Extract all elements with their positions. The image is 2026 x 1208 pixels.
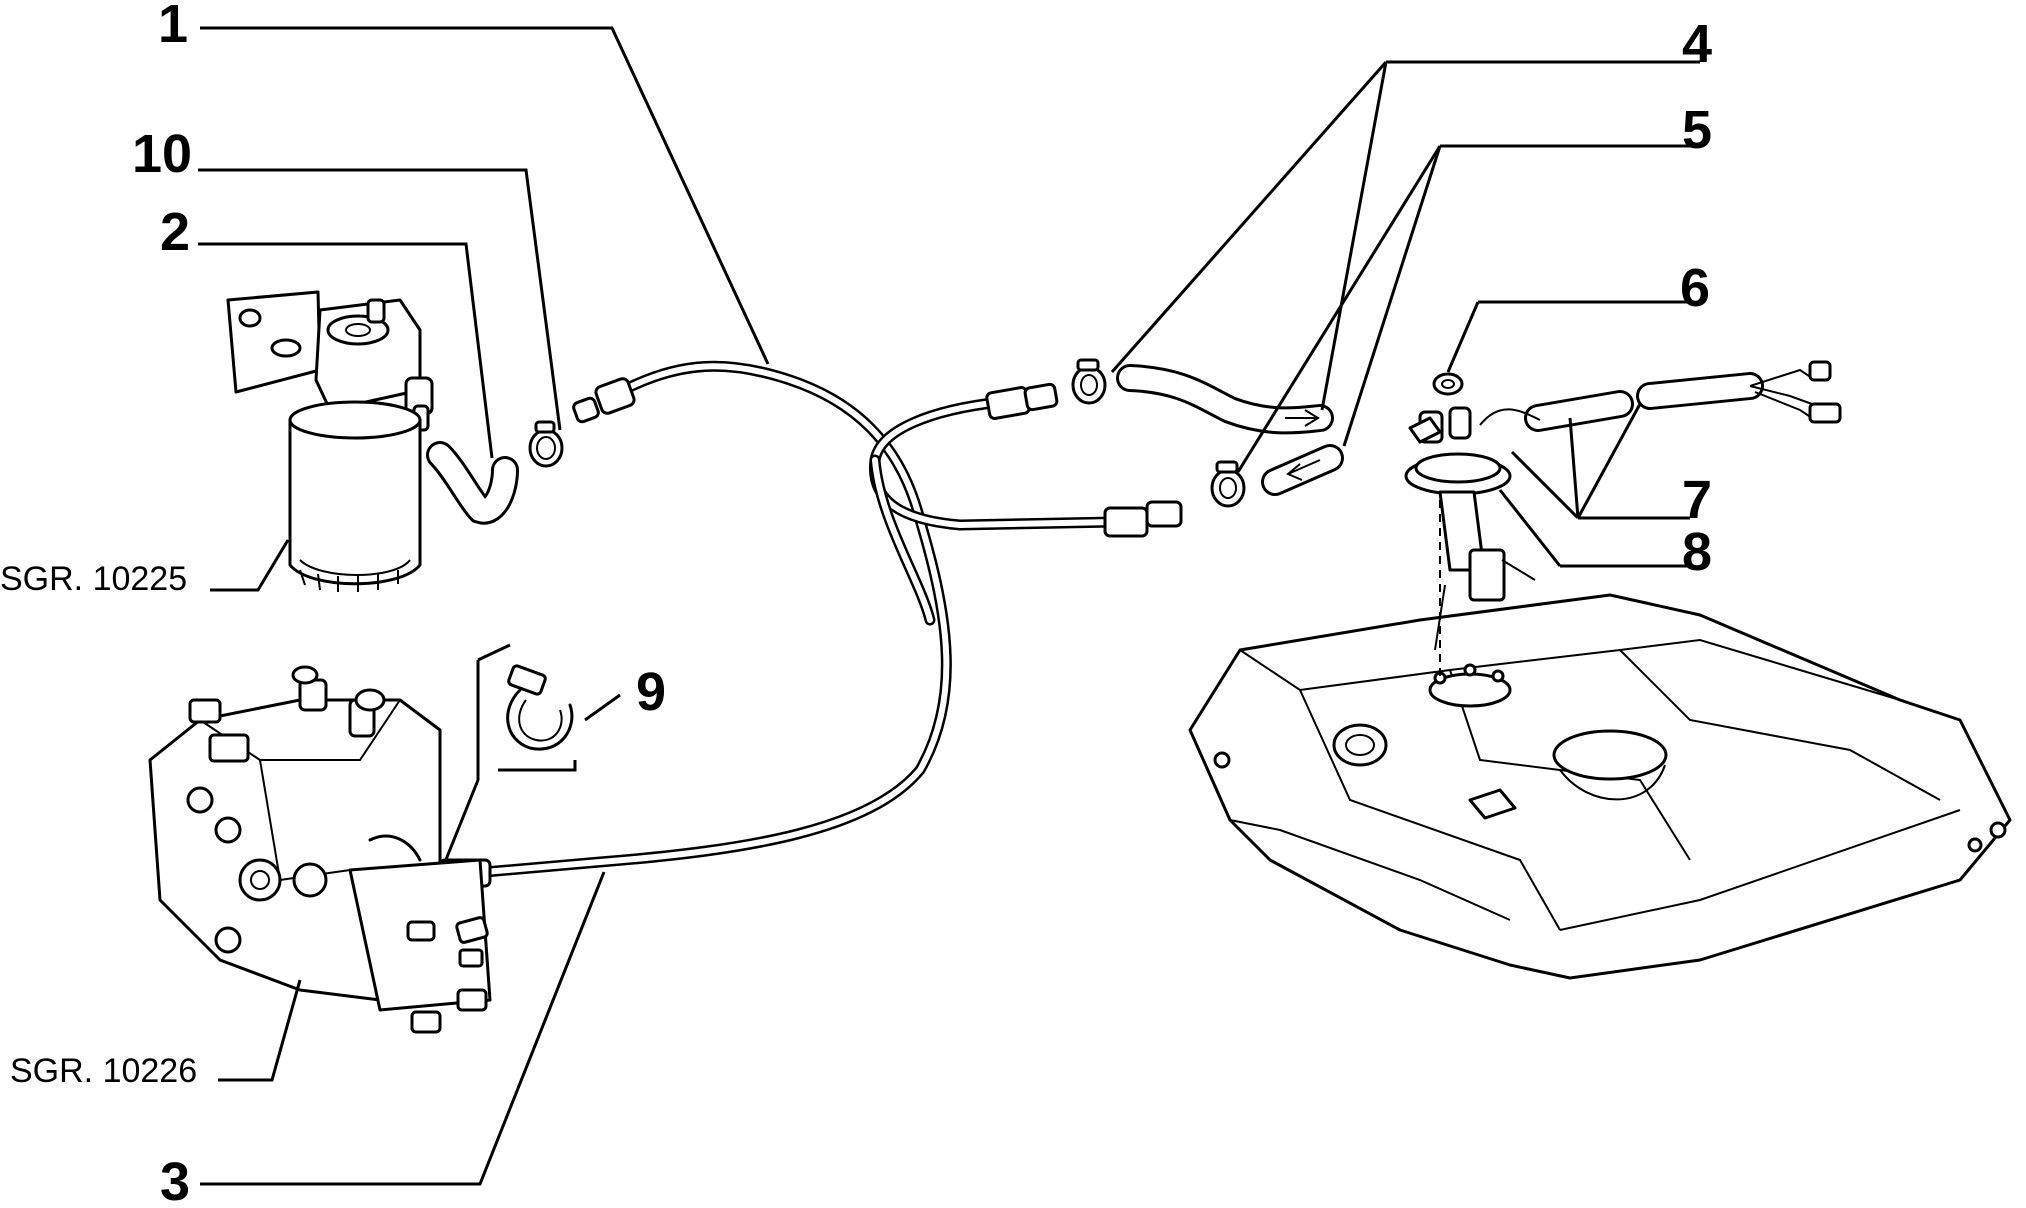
fuel-tank <box>1188 593 2012 980</box>
callout-1: 1 <box>158 0 188 54</box>
injection-pump <box>148 665 492 1034</box>
clamp-10 <box>528 420 564 468</box>
callout-6: 6 <box>1680 258 1710 318</box>
fuel-filter <box>226 290 434 592</box>
pipe-1-fuel-feed-line <box>479 360 952 878</box>
clamp-9-bracket-lines <box>443 643 577 863</box>
fuel-level-sender <box>1404 360 1842 678</box>
callout-5: 5 <box>1682 100 1712 160</box>
callout-4: 4 <box>1682 14 1712 74</box>
leader-lines <box>198 26 1700 1186</box>
callout-2: 2 <box>160 202 190 262</box>
hose-2 <box>426 441 519 525</box>
callout-10: 10 <box>132 124 192 184</box>
ref-sgr-10226: SGR. 10226 <box>10 1052 197 1090</box>
clamp-9 <box>506 664 574 751</box>
callout-8: 8 <box>1682 522 1712 582</box>
callout-7: 7 <box>1682 470 1712 530</box>
pipe-return-line <box>868 396 1121 626</box>
clamp-4-upper <box>1071 358 1107 405</box>
hose-4-supply <box>1116 364 1334 435</box>
ref-sgr-10225: SGR. 10225 <box>0 560 187 598</box>
subgroup-references: SGR. 10225 SGR. 10226 <box>0 560 197 1090</box>
hose-5-return <box>1261 444 1344 496</box>
callout-numbers: 1 10 2 4 5 6 7 8 9 3 <box>132 0 1712 1208</box>
callout-3: 3 <box>160 1152 190 1208</box>
clamp-5-lower <box>1210 460 1246 508</box>
callout-9: 9 <box>636 662 666 722</box>
pump-fitting-studs <box>406 916 489 1034</box>
